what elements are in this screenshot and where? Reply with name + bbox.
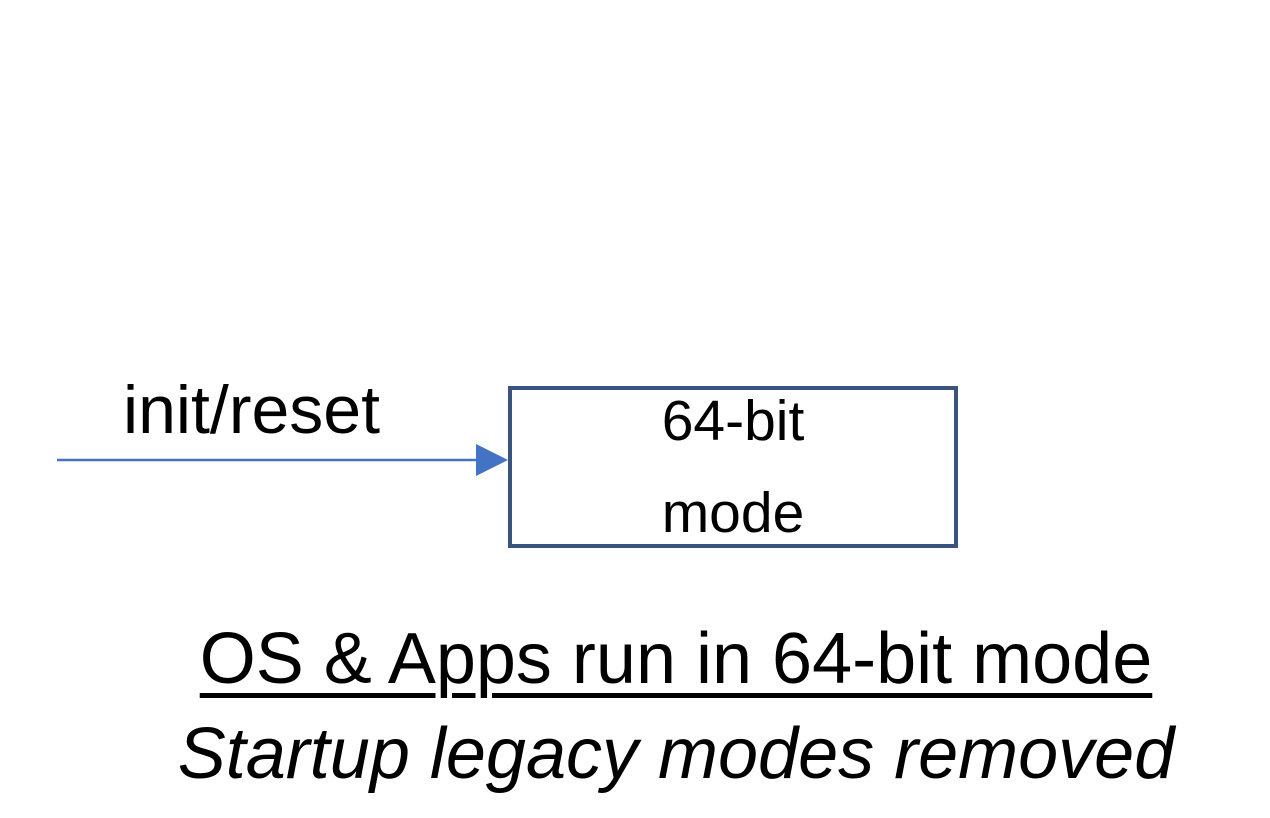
mode-box-line1: 64-bit (661, 388, 805, 453)
caption-block: OS & Apps run in 64-bit mode Startup leg… (82, 612, 1270, 802)
arrow-label: init/reset (123, 372, 380, 448)
right-arrow-icon (57, 444, 508, 476)
caption-subheading: Startup legacy modes removed (177, 714, 1175, 795)
caption-heading: OS & Apps run in 64-bit mode (199, 619, 1153, 699)
mode-box-line2: mode (661, 481, 805, 545)
arrow-head-icon (476, 444, 508, 476)
mode-box: 64-bit mode (508, 386, 958, 548)
